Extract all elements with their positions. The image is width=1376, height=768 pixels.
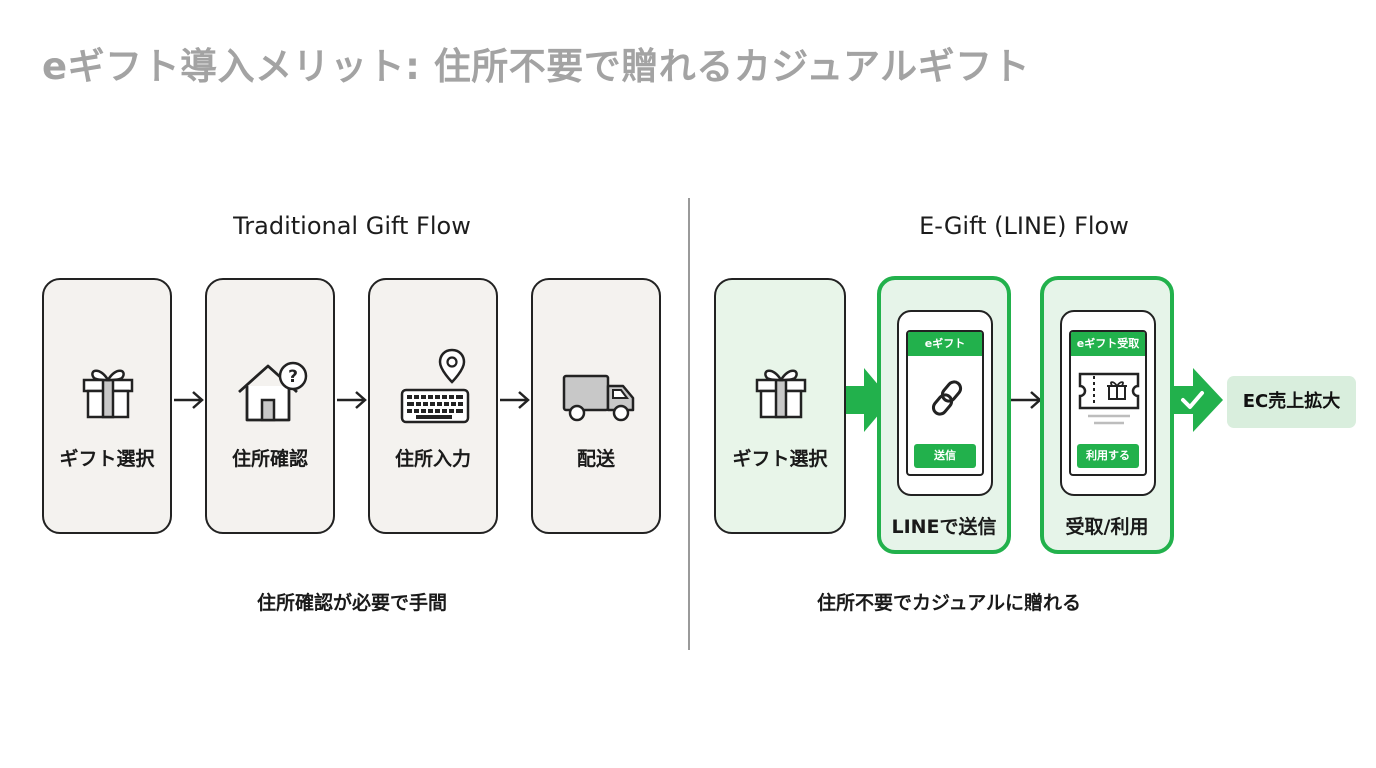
truck-icon — [562, 374, 635, 422]
traditional-step-address-check: ? 住所確認 — [205, 278, 335, 534]
svg-text:?: ? — [288, 367, 298, 387]
traditional-step-address-input: 住所入力 — [368, 278, 498, 534]
screen-header: eギフト受取 — [1071, 332, 1145, 356]
gift-icon — [755, 369, 807, 419]
green-flow-arrow — [846, 368, 891, 432]
egift-step-label: LINEで送信 — [891, 516, 997, 538]
traditional-step-label: 住所入力 — [394, 448, 471, 470]
traditional-step-gift-select: ギフト選択 — [42, 278, 172, 534]
traditional-step-delivery: 配送 — [531, 278, 661, 534]
screen-header: eギフト — [908, 332, 982, 356]
traditional-step-label: 住所確認 — [231, 448, 308, 470]
keyboard-location-icon — [400, 348, 470, 424]
traditional-step-label: ギフト選択 — [59, 448, 155, 470]
egift-step-label: ギフト選択 — [732, 448, 828, 470]
egift-step-label: 受取/利用 — [1065, 516, 1149, 538]
egift-flow-title: E-Gift (LINE) Flow — [919, 212, 1129, 240]
flow-arrow — [1011, 391, 1042, 409]
flow-arrow — [174, 391, 204, 409]
egift-step-send-via-line: eギフト 送信 LINEで送信 — [877, 276, 1011, 554]
traditional-step-label: 配送 — [576, 448, 615, 470]
traditional-caption: 住所確認が必要で手間 — [256, 592, 447, 614]
send-button[interactable]: 送信 — [914, 444, 976, 468]
house-question-icon: ? — [238, 361, 308, 422]
link-icon — [931, 380, 963, 416]
page-title: eギフト導入メリット: 住所不要で贈れるカジュアルギフト — [42, 45, 1031, 88]
phone-screen: eギフト 送信 — [906, 330, 984, 476]
phone-mockup: eギフト 送信 — [897, 310, 993, 496]
egift-caption: 住所不要でカジュアルに贈れる — [816, 592, 1082, 614]
flow-arrow — [337, 391, 367, 409]
egift-step-gift-select: ギフト選択 — [714, 278, 846, 534]
phone-mockup: eギフト受取 利用する — [1060, 310, 1156, 496]
gift-icon — [82, 369, 134, 419]
egift-step-receive-use: eギフト受取 利用する 受取/利用 — [1040, 276, 1174, 554]
section-divider — [688, 198, 690, 650]
flow-arrow — [500, 391, 530, 409]
ec-sales-growth-badge: EC売上拡大 — [1227, 376, 1356, 428]
use-button[interactable]: 利用する — [1077, 444, 1139, 468]
green-check-arrow — [1173, 368, 1223, 432]
traditional-flow-title: Traditional Gift Flow — [233, 212, 471, 240]
phone-screen: eギフト受取 利用する — [1069, 330, 1147, 476]
ticket-icon — [1078, 372, 1140, 425]
